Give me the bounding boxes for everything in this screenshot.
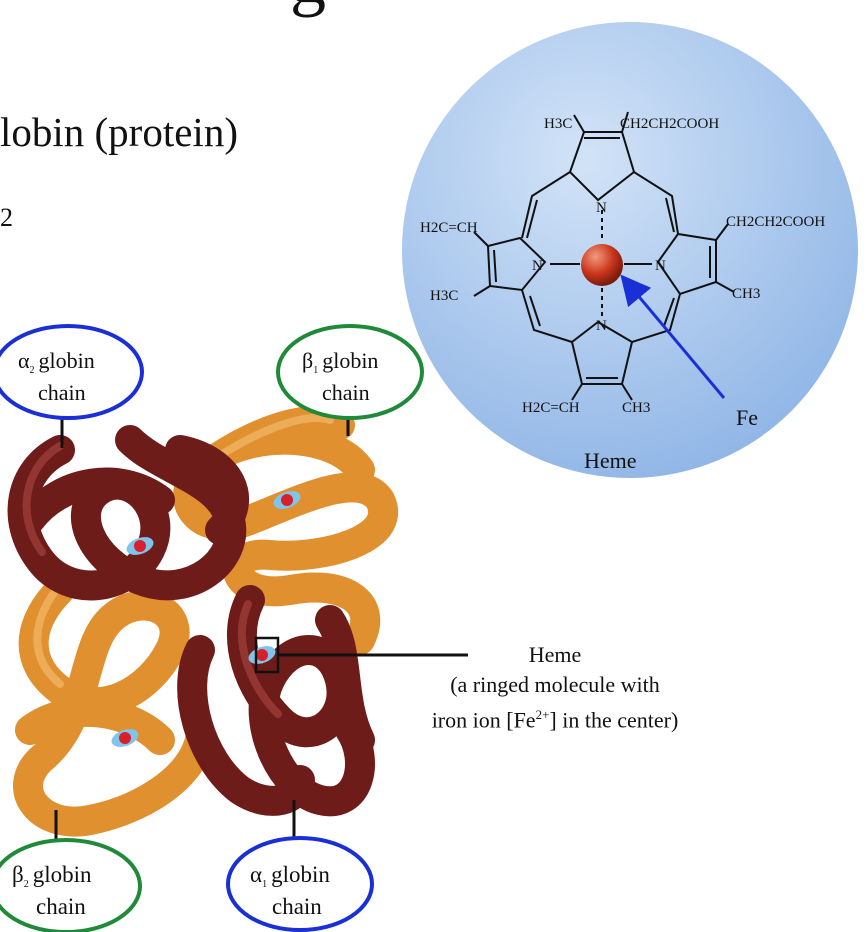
heme-callout-line2: (a ringed molecule with xyxy=(450,672,660,697)
heme-panel: N N N N H3C CH2CH2COOH CH2CH2COOH CH3 H2… xyxy=(402,22,858,478)
hemoglobin-protein xyxy=(7,406,398,837)
iron-atom xyxy=(581,244,623,286)
nitrogen-top: N xyxy=(596,200,607,216)
nitrogen-right: N xyxy=(655,258,666,274)
subst-top-left: H3C xyxy=(544,116,572,132)
subst-right-bottom: CH3 xyxy=(732,286,760,302)
heme-caption: Heme xyxy=(584,448,637,473)
alpha1-label-line2: chain xyxy=(272,894,322,919)
nitrogen-bottom: N xyxy=(596,318,607,334)
heme-panel-circle xyxy=(402,22,858,478)
beta2-oval xyxy=(0,838,142,932)
heme-disc-beta2 xyxy=(111,729,139,747)
beta1-oval xyxy=(276,324,424,420)
heme-disc-beta1 xyxy=(273,491,301,509)
heme-callout-line1: Heme xyxy=(528,642,582,667)
porphyrin-structure xyxy=(473,111,735,401)
beta2-label-line2: chain xyxy=(36,894,86,919)
subst-top-right: CH2CH2COOH xyxy=(620,116,719,132)
heme-callout-text: Heme (a ringed molecule with iron ion [F… xyxy=(395,640,715,735)
alpha2-oval xyxy=(0,324,144,420)
subst-bottom-left: H2C=CH xyxy=(522,400,580,416)
alpha1-oval xyxy=(226,836,374,932)
side-fragment: 2 xyxy=(0,203,13,232)
beta1-label-line2: chain xyxy=(322,380,370,405)
subst-right-top: CH2CH2COOH xyxy=(726,214,825,230)
alpha2-label-line2: chain xyxy=(38,380,86,405)
subtitle-fragment: lobin (protein) xyxy=(0,109,238,155)
alpha-chain-highlight xyxy=(22,442,282,718)
heme-callout-line3: iron ion [Fe2+] in the center) xyxy=(431,707,679,733)
iron-arrow xyxy=(620,274,726,399)
nitrogen-left: N xyxy=(532,258,543,274)
heme-disc-alpha2 xyxy=(126,537,154,555)
iron-label: Fe xyxy=(736,405,758,430)
subst-left-bottom: H3C xyxy=(430,288,458,304)
subst-bottom-right: CH3 xyxy=(622,400,650,416)
heme-groups xyxy=(111,491,301,747)
subst-left-top: H2C=CH xyxy=(420,220,478,236)
title-fragment: g xyxy=(290,0,326,14)
